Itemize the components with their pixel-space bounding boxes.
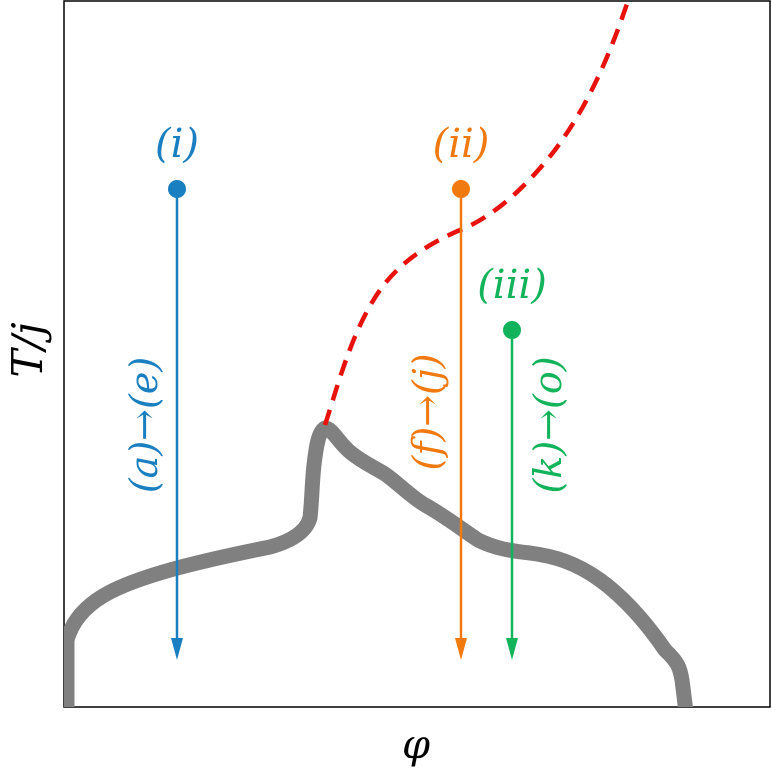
path-ii-label: (ii)	[433, 121, 490, 167]
path-ii-range-label: (f)→(j)	[405, 354, 449, 471]
path-iii-start-point	[503, 321, 521, 339]
path-i-start-point	[168, 180, 186, 198]
path-iii-label: (iii)	[477, 262, 547, 308]
path-iii: (iii) (k)→(o)	[477, 262, 570, 660]
path-iii-arrowhead	[506, 638, 518, 660]
dashed-transition-line	[322, 1, 631, 426]
path-i-label: (i)	[155, 121, 199, 167]
y-axis-label: T/j	[3, 322, 52, 377]
path-ii-start-point	[452, 180, 470, 198]
path-i-arrowhead	[171, 638, 183, 660]
path-iii-range-label: (k)→(o)	[526, 356, 570, 493]
path-ii: (ii) (f)→(j)	[405, 121, 489, 660]
path-ii-arrowhead	[455, 638, 467, 660]
plot-frame	[63, 0, 771, 708]
phase-boundary-curve	[64, 420, 693, 707]
x-axis-label: φ	[402, 722, 430, 768]
path-i: (i) (a)→(e)	[122, 121, 199, 660]
path-i-range-label: (a)→(e)	[122, 357, 166, 493]
